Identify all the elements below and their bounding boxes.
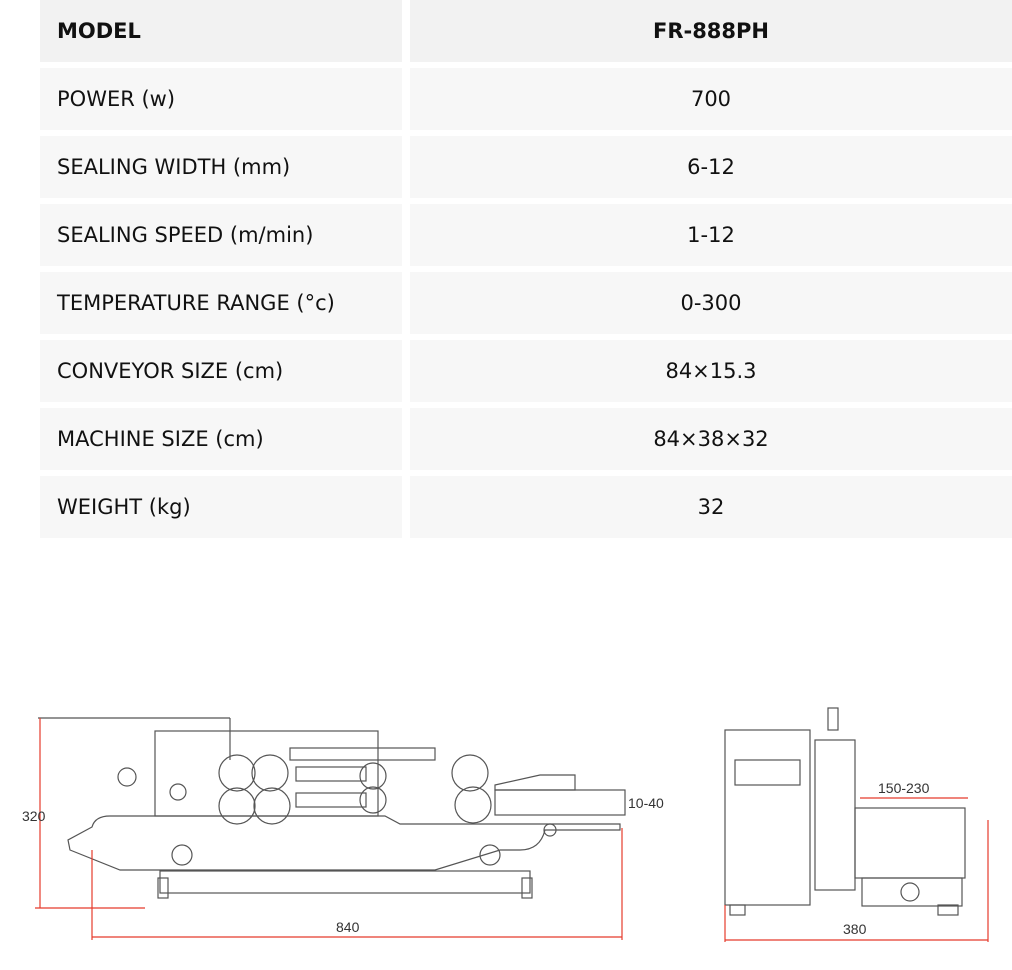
header-label: MODEL bbox=[40, 0, 402, 62]
side-view-drawing: 150-230 380 bbox=[724, 707, 989, 942]
width-dimension: 380 bbox=[843, 921, 867, 937]
spec-value: 6-12 bbox=[410, 136, 1012, 198]
spec-value: 32 bbox=[410, 476, 1012, 538]
table-header-row: MODEL FR-888PH bbox=[40, 0, 1012, 62]
spec-value: 84×38×32 bbox=[410, 408, 1012, 470]
spec-label: CONVEYOR SIZE (cm) bbox=[40, 340, 402, 402]
spec-value: 0-300 bbox=[410, 272, 1012, 334]
table-row: POWER (w)700 bbox=[40, 68, 1012, 130]
spec-label: SEALING SPEED (m/min) bbox=[40, 204, 402, 266]
front-view-drawing: 320 840 10-40 bbox=[22, 717, 664, 940]
spec-label: WEIGHT (kg) bbox=[40, 476, 402, 538]
height-dimension: 320 bbox=[22, 808, 46, 824]
spec-label: POWER (w) bbox=[40, 68, 402, 130]
spec-label: SEALING WIDTH (mm) bbox=[40, 136, 402, 198]
spec-value: 700 bbox=[410, 68, 1012, 130]
spec-value: 1-12 bbox=[410, 204, 1012, 266]
table-row: MACHINE SIZE (cm)84×38×32 bbox=[40, 408, 1012, 470]
opening-dimension: 10-40 bbox=[628, 795, 664, 811]
spec-value: 84×15.3 bbox=[410, 340, 1012, 402]
table-row: TEMPERATURE RANGE (°c)0-300 bbox=[40, 272, 1012, 334]
table-row: WEIGHT (kg)32 bbox=[40, 476, 1012, 538]
table-row: SEALING WIDTH (mm)6-12 bbox=[40, 136, 1012, 198]
spec-label: TEMPERATURE RANGE (°c) bbox=[40, 272, 402, 334]
header-value: FR-888PH bbox=[410, 0, 1012, 62]
spec-label: MACHINE SIZE (cm) bbox=[40, 408, 402, 470]
length-dimension: 840 bbox=[336, 919, 360, 935]
table-row: SEALING SPEED (m/min)1-12 bbox=[40, 204, 1012, 266]
table-row: CONVEYOR SIZE (cm)84×15.3 bbox=[40, 340, 1012, 402]
range-dimension: 150-230 bbox=[878, 780, 930, 796]
